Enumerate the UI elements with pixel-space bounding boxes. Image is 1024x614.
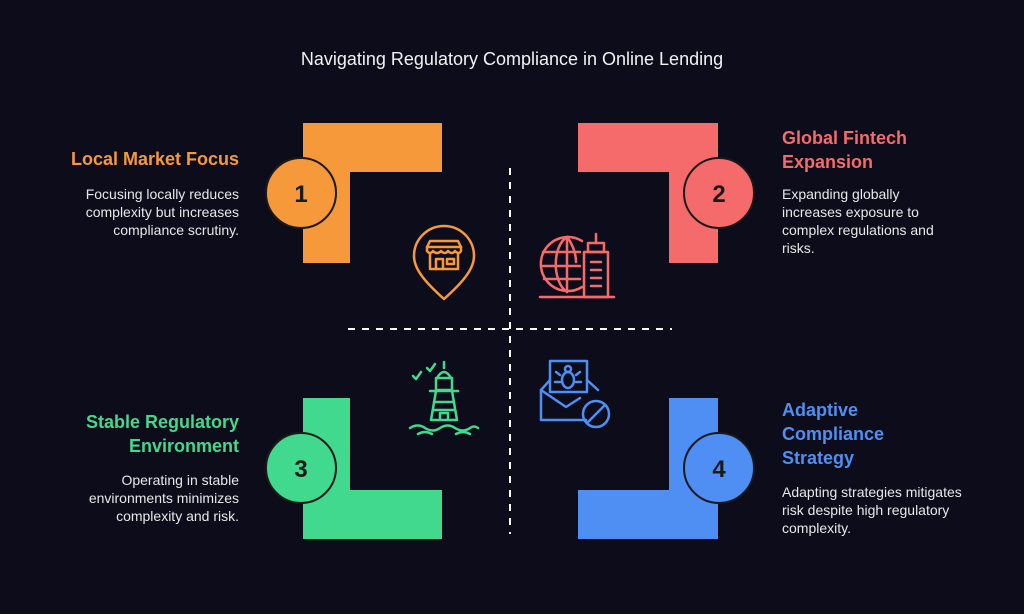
number-badge-3: 3 — [265, 432, 337, 504]
diagram-title: Navigating Regulatory Compliance in Onli… — [300, 49, 724, 69]
number-badge-4: 4 — [683, 432, 755, 504]
block-2 — [576, 121, 720, 265]
lighthouse-icon — [408, 360, 480, 436]
block-4 — [576, 396, 720, 541]
number-badge-2: 2 — [683, 157, 755, 229]
heading-local-market-focus: Local Market Focus — [70, 149, 239, 169]
storefront-location-pin-icon — [412, 224, 476, 301]
block-3 — [301, 396, 444, 541]
description-adaptive-compliance-strategy: Adapting strategies mitigates risk despi… — [782, 484, 962, 536]
heading-stable-regulatory-environment: Stable Regulatory Environment — [85, 412, 239, 456]
globe-skyscraper-icon — [538, 232, 616, 299]
heading-global-fintech-expansion: Global Fintech Expansion — [782, 128, 908, 172]
number-badge-1: 1 — [265, 157, 337, 229]
description-global-fintech-expansion: Expanding globally increases exposure to… — [782, 186, 934, 256]
svg-text:1: 1 — [294, 181, 307, 208]
block-1 — [301, 121, 444, 265]
description-local-market-focus: Focusing locally reduces complexity but … — [85, 186, 239, 238]
heading-adaptive-compliance-strategy: Adaptive Compliance Strategy — [782, 400, 885, 468]
svg-text:4: 4 — [712, 456, 726, 483]
description-stable-regulatory-environment: Operating in stable environments minimiz… — [88, 472, 239, 524]
svg-text:2: 2 — [712, 181, 725, 208]
svg-text:3: 3 — [294, 456, 307, 483]
email-bug-blocked-icon — [539, 359, 611, 429]
